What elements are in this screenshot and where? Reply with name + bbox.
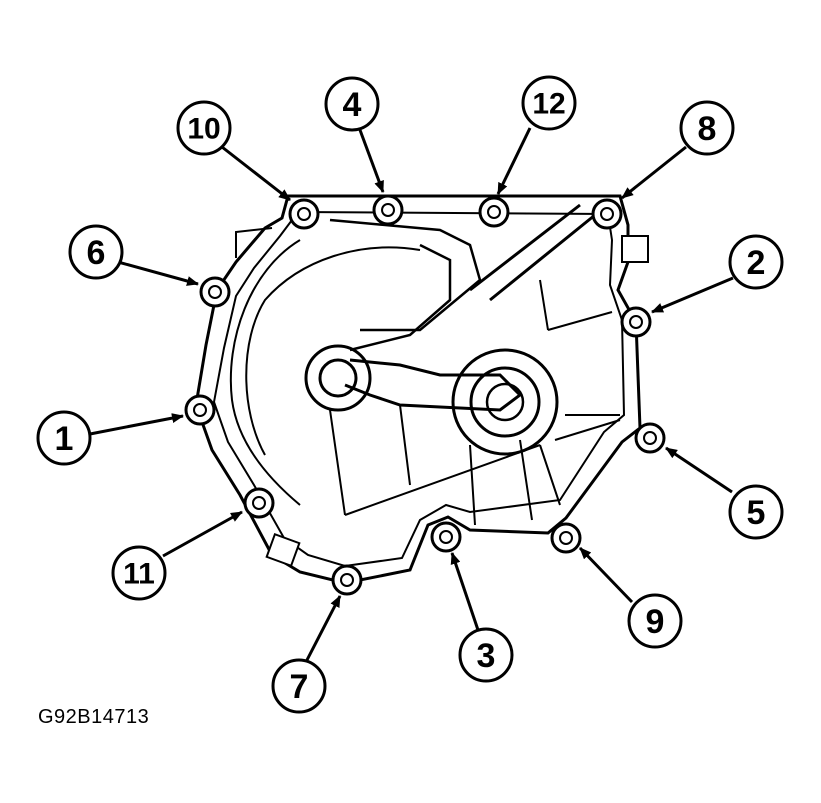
arrow-12: [496, 127, 532, 195]
callout-label-7: 7: [290, 668, 309, 706]
housing-inner-wall-2: [245, 246, 421, 456]
shift-fork-arm: [344, 358, 523, 412]
callout-label-6: 6: [87, 234, 106, 272]
leader-arrows: [89, 127, 734, 661]
arrow-3: [450, 552, 480, 631]
shift-rail-lower: [349, 243, 452, 352]
bolt-11: [243, 487, 275, 519]
housing-ribs: [329, 279, 621, 526]
callout-label-8: 8: [698, 110, 717, 148]
arrow-4: [358, 129, 385, 193]
bolt-4: [372, 194, 404, 226]
left-shaft-boss-inner: [318, 358, 358, 398]
figure-code: G92B14713: [38, 706, 150, 728]
callout-label-10: 10: [187, 113, 220, 146]
bolt-12: [478, 196, 510, 228]
shift-rail-upper: [329, 218, 482, 332]
callout-label-1: 1: [55, 420, 74, 458]
right-shaft-boss-mid: [469, 366, 541, 438]
bolt-3: [430, 521, 462, 553]
callout-circles: [36, 75, 784, 714]
housing-tab-top-left: [235, 227, 273, 258]
arrow-2: [651, 276, 734, 314]
arrow-11: [162, 510, 243, 558]
arrow-8: [621, 145, 687, 200]
callout-label-3: 3: [477, 637, 496, 675]
bolt-5: [634, 422, 666, 454]
callout-label-2: 2: [747, 244, 766, 282]
housing-tab-bottom-left: [265, 532, 301, 568]
bolt-centers: [193, 203, 657, 587]
bolt-10: [288, 198, 320, 230]
right-shaft-boss-outer: [451, 348, 559, 456]
callout-labels: 1 2 3 4 5 6 7 8 9 10 11 12: [55, 86, 766, 706]
arrow-6: [117, 260, 199, 286]
bolt-heads: [184, 194, 666, 596]
bolt-2: [620, 306, 652, 338]
callout-label-11: 11: [123, 558, 155, 591]
callout-label-12: 12: [532, 88, 565, 121]
bolt-7: [331, 564, 363, 596]
housing-tab-right: [621, 235, 649, 263]
bolt-8: [591, 198, 623, 230]
housing-inner-wall: [229, 239, 301, 506]
bolt-6: [199, 276, 231, 308]
bolt-9: [550, 522, 582, 554]
housing-gasket-line: [212, 210, 626, 568]
callout-label-9: 9: [646, 603, 665, 641]
callout-label-4: 4: [343, 86, 362, 124]
arrow-1: [89, 413, 184, 436]
bolt-1: [184, 394, 216, 426]
arrow-5: [665, 446, 733, 494]
shift-rail-diagonal: [469, 203, 596, 302]
right-shaft-boss-inner: [485, 382, 525, 422]
arrow-9: [578, 546, 634, 604]
left-shaft-boss-outer: [304, 344, 372, 412]
callout-label-5: 5: [747, 494, 766, 532]
arrow-7: [305, 595, 342, 661]
arrow-10: [221, 145, 291, 202]
